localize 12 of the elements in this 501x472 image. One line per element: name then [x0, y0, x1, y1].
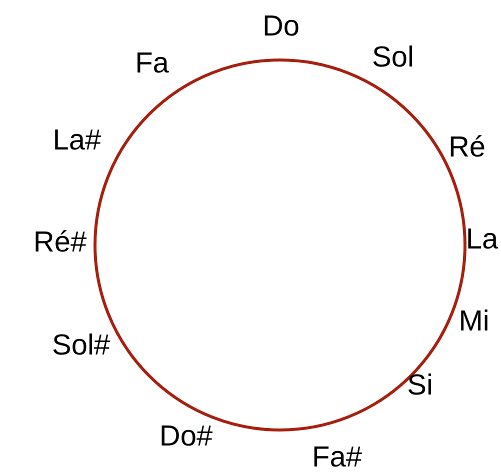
note-label: Sol#	[52, 332, 110, 360]
note-label: Do#	[159, 422, 213, 452]
note-label: Sol	[372, 44, 414, 72]
note-label: Fa#	[312, 444, 362, 472]
note-label: Fa	[135, 50, 169, 78]
note-label: Si	[407, 372, 433, 400]
note-label: Ré#	[33, 228, 87, 258]
note-label: Do	[262, 12, 300, 42]
note-label: La#	[52, 126, 102, 156]
note-label: La	[466, 226, 498, 254]
note-label: Mi	[458, 308, 490, 336]
note-label: Ré	[448, 134, 486, 162]
